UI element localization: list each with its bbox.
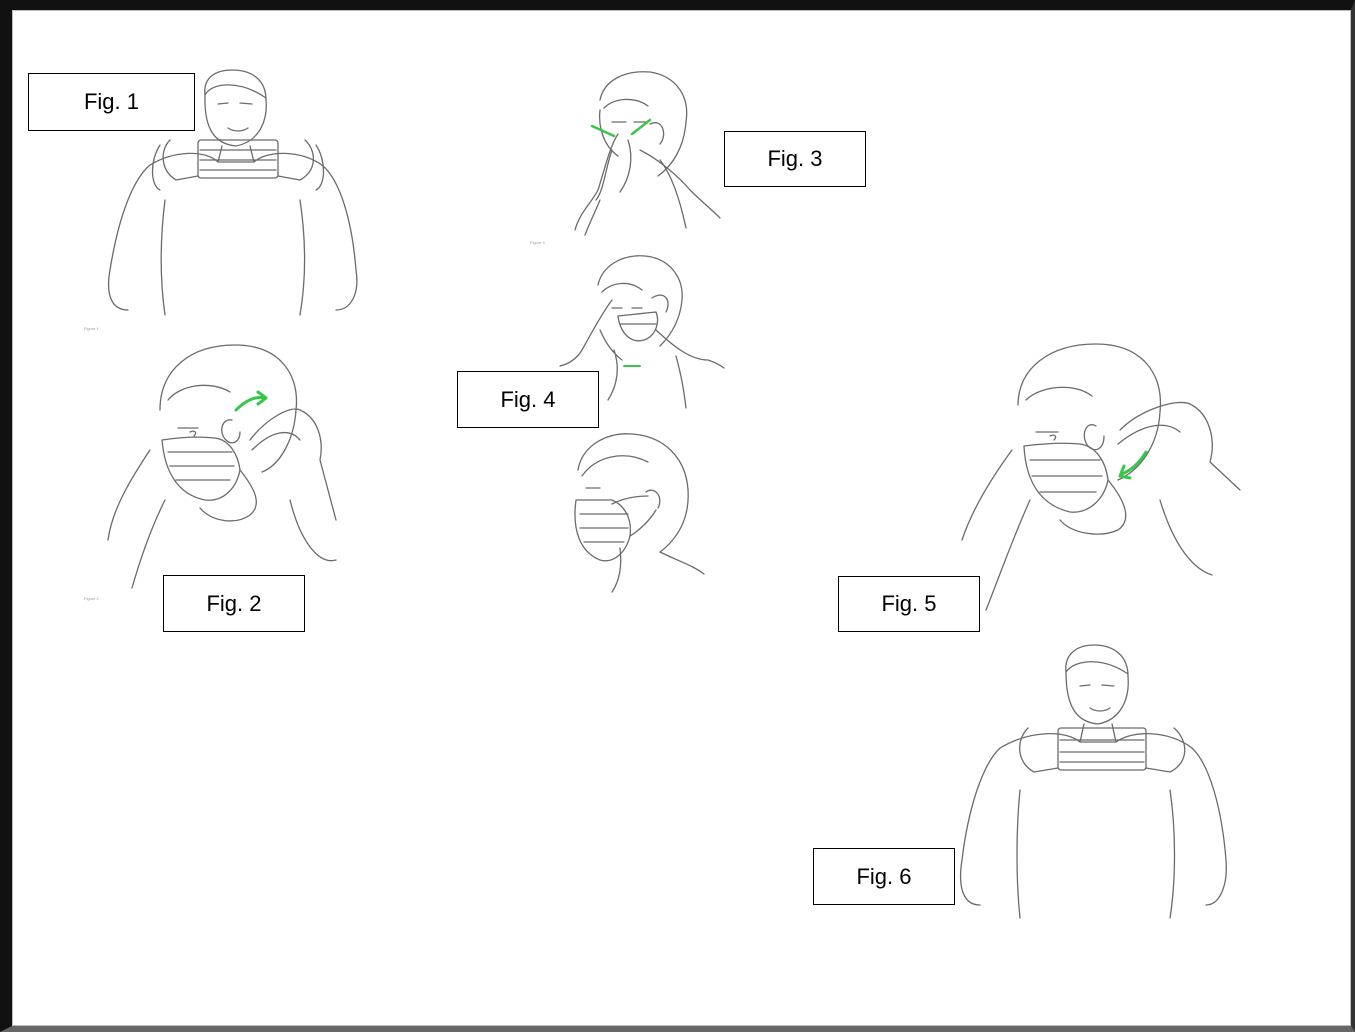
fig2-illustration	[108, 345, 336, 588]
fig5-illustration	[962, 344, 1240, 610]
figure-caption: Figure 2	[84, 596, 99, 601]
figure-caption: Figure 3	[530, 240, 545, 245]
fig5-arrow	[1122, 452, 1146, 474]
fig3-illustration	[575, 72, 720, 235]
fig4-label: Fig. 4	[457, 371, 599, 428]
fig2-label: Fig. 2	[163, 575, 305, 632]
fig3-label: Fig. 3	[724, 131, 866, 187]
fig1-label: Fig. 1	[28, 73, 195, 131]
fig5-label: Fig. 5	[838, 576, 980, 632]
fig6-illustration	[961, 645, 1227, 918]
figure-caption: Figure 1	[84, 326, 99, 331]
fig6-label: Fig. 6	[813, 848, 955, 905]
fig4-profile-illustration	[575, 434, 704, 592]
